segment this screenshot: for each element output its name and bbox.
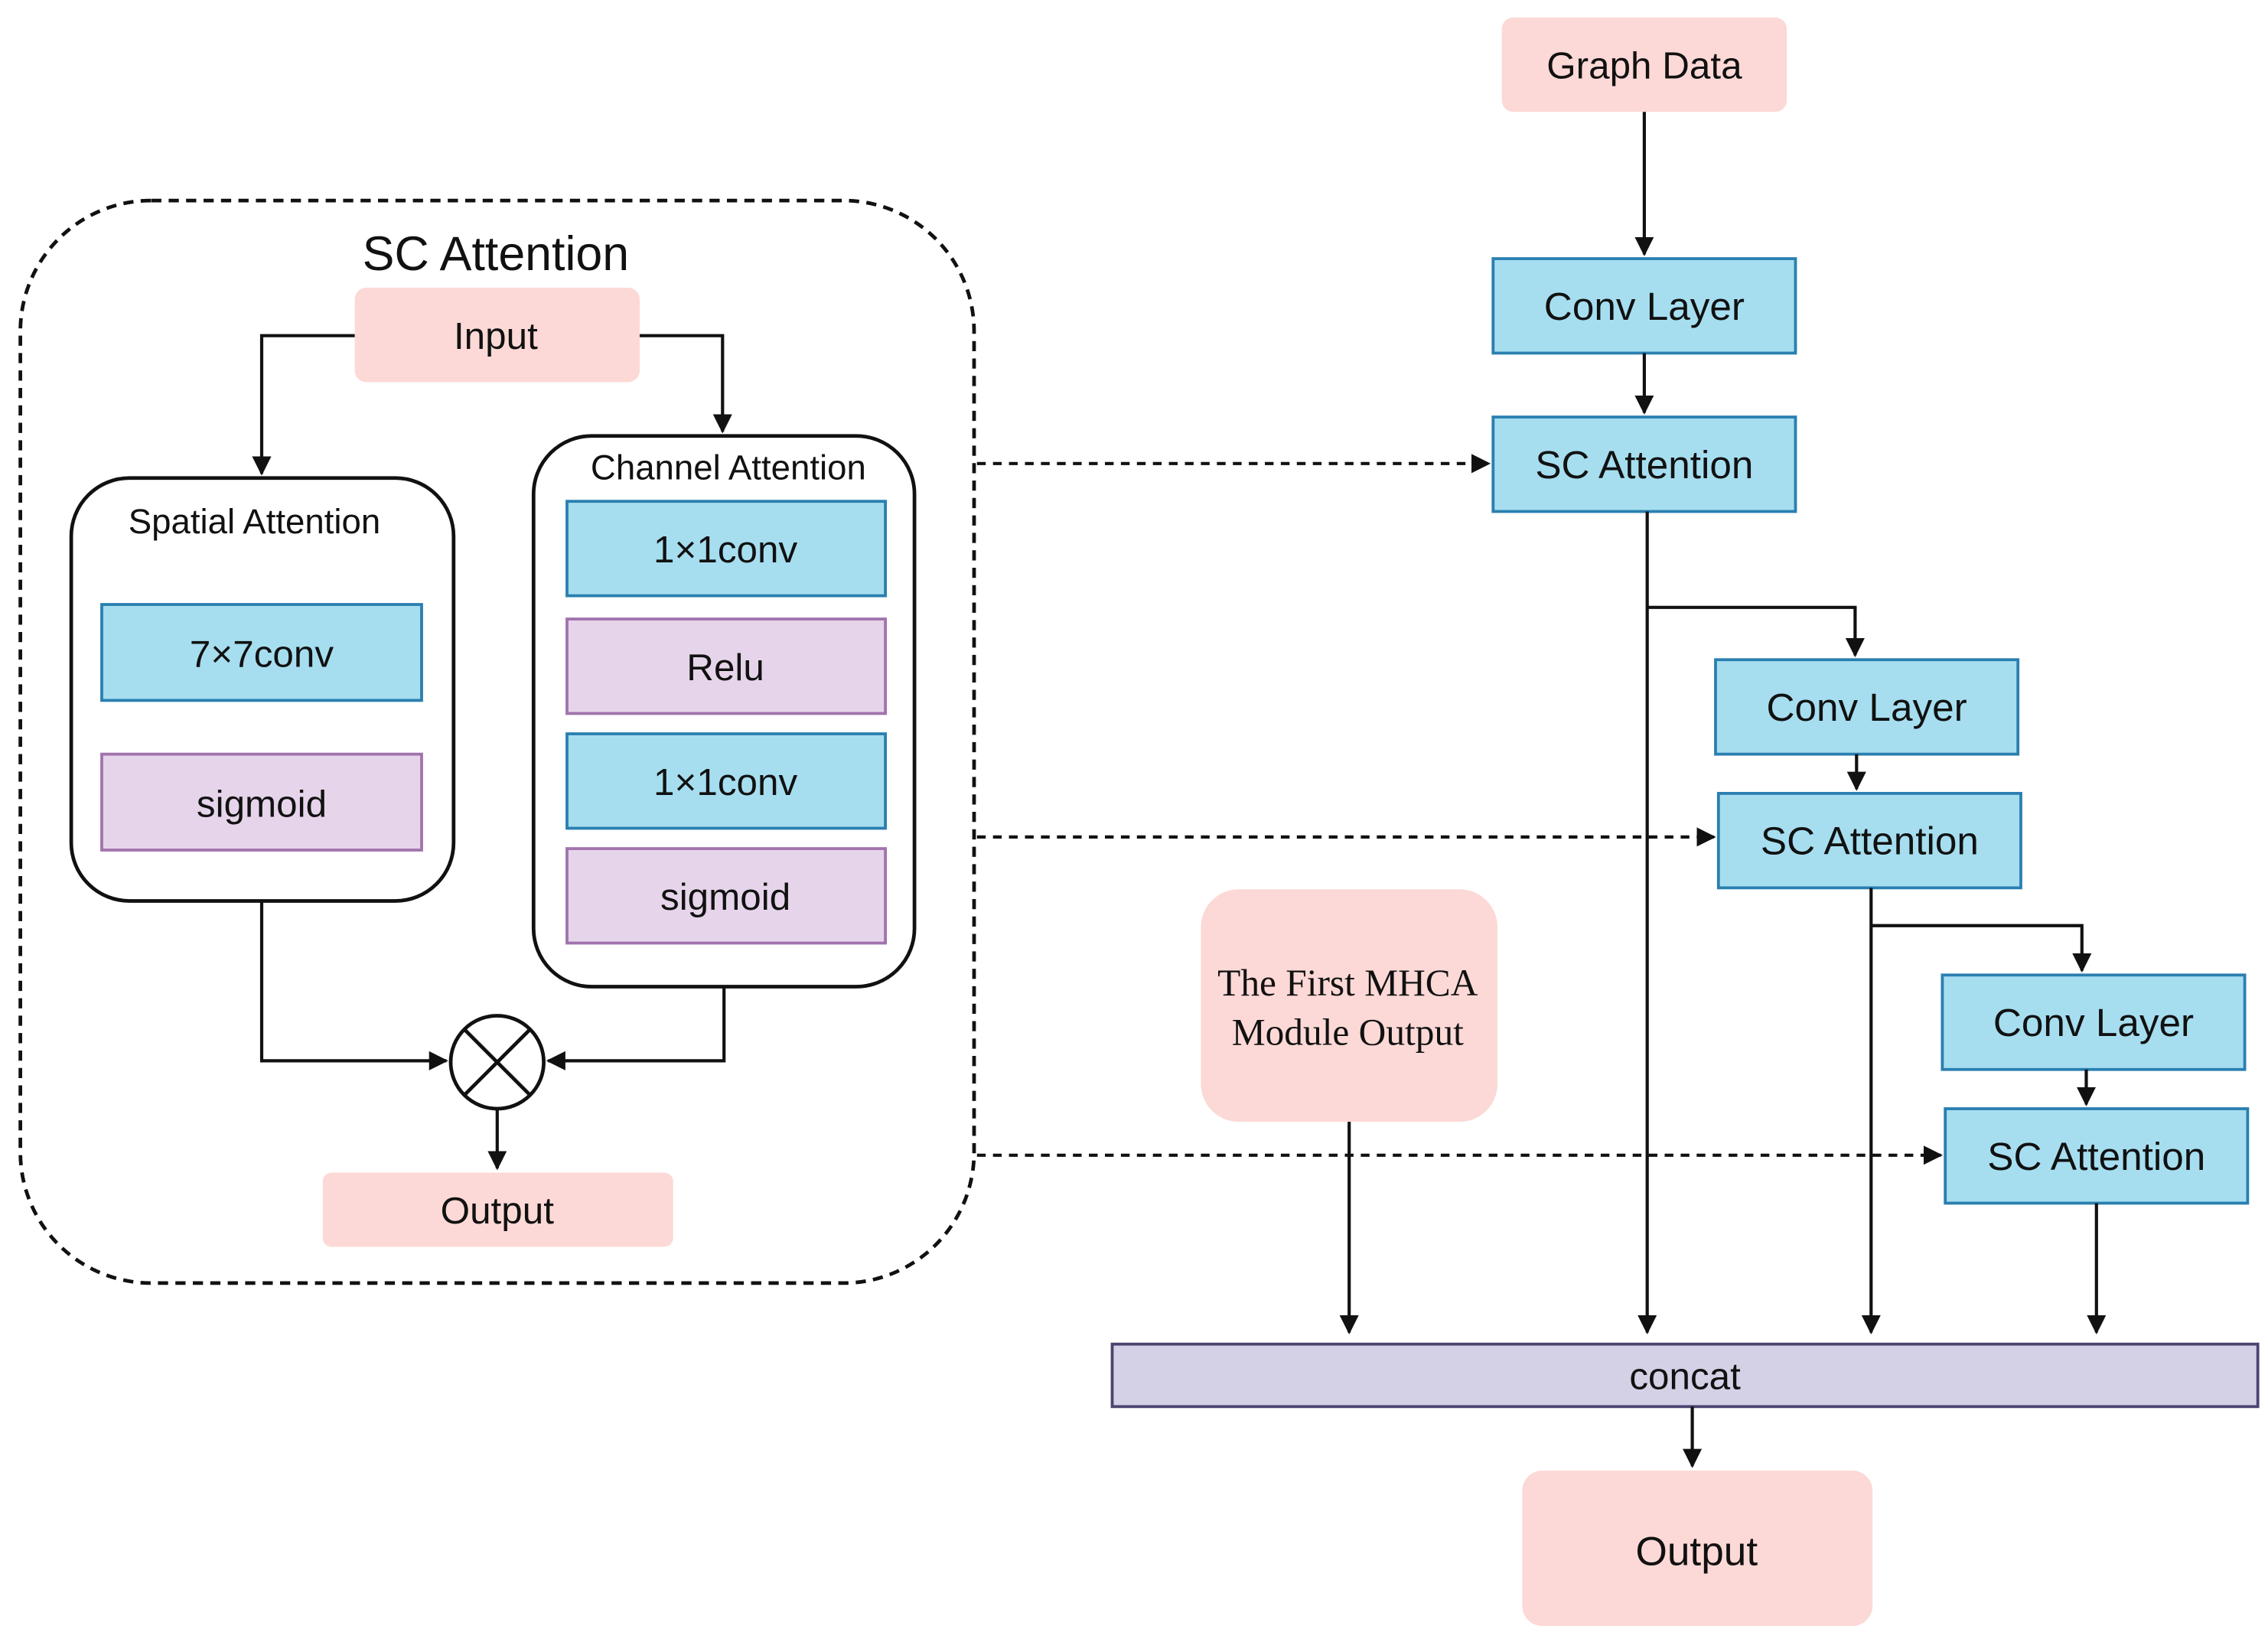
sc-output-box <box>322 1172 673 1247</box>
channel-conv-1 <box>565 500 887 598</box>
sc-attention-1-label: SC Attention <box>1535 443 1753 487</box>
sc-output-label: Output <box>441 1190 555 1232</box>
conv-layer-2-label: Conv Layer <box>1766 686 1967 729</box>
concat-bar <box>1110 1342 2260 1409</box>
pipeline: Graph Data Conv Layer SC Attention Conv … <box>976 17 2260 1627</box>
sc-module-title: SC Attention <box>363 227 629 281</box>
final-output-label: Output <box>1635 1529 1758 1574</box>
final-output-box <box>1522 1470 1873 1627</box>
sc-attention-3 <box>1944 1107 2250 1205</box>
channel-conv-2 <box>565 732 887 830</box>
arrow-sc1-to-conv2 <box>1647 605 1865 658</box>
arrow-input-to-spatial <box>252 334 355 476</box>
mhca-output-line-2: Module Output <box>1232 1011 1464 1053</box>
sc-input-label: Input <box>454 315 538 357</box>
conv-layer-2 <box>1714 658 2020 756</box>
mhca-output-box <box>1201 889 1497 1122</box>
spatial-sigmoid <box>100 752 423 852</box>
arrow-channel-to-multiply <box>546 986 726 1070</box>
sc-module-connectors <box>252 334 732 1171</box>
arrow-input-to-channel <box>640 334 732 434</box>
channel-sigmoid-label: sigmoid <box>660 876 790 918</box>
channel-sigmoid <box>565 847 887 945</box>
sc-attention-3-label: SC Attention <box>1987 1135 2205 1178</box>
spatial-conv-7x7 <box>100 603 423 702</box>
spatial-attention-title: Spatial Attention <box>129 502 380 541</box>
conv-layer-3 <box>1941 973 2247 1071</box>
channel-attention-title: Channel Attention <box>591 448 866 487</box>
conv-layer-1-label: Conv Layer <box>1544 285 1745 328</box>
channel-conv-1-label: 1×1conv <box>653 529 797 571</box>
channel-conv-2-label: 1×1conv <box>653 761 797 803</box>
arrow-spatial-to-multiply <box>259 901 448 1070</box>
sc-attention-module: SC Attention Input Spatial Attention 7×7… <box>18 198 976 1285</box>
arrow-sc2-to-conv3 <box>1871 924 2092 973</box>
spatial-sigmoid-label: sigmoid <box>197 783 327 825</box>
conv-layer-1 <box>1491 257 1797 355</box>
graph-data-box <box>1501 17 1787 112</box>
dashed-connectors <box>976 454 1944 1165</box>
spatial-conv-label: 7×7conv <box>190 634 334 676</box>
mhca-output-line-1: The First MHCA <box>1217 962 1478 1004</box>
sc-attention-1 <box>1491 415 1797 513</box>
sc-attention-2-label: SC Attention <box>1761 819 1979 863</box>
channel-relu <box>565 617 887 715</box>
conv-layer-3-label: Conv Layer <box>1993 1001 2194 1044</box>
channel-relu-label: Relu <box>686 647 764 689</box>
graph-data-label: Graph Data <box>1546 45 1742 87</box>
sc-module-boundary <box>18 198 976 1285</box>
concat-label: concat <box>1629 1356 1741 1398</box>
sc-input-box <box>354 288 640 383</box>
multiply-node <box>448 1014 546 1111</box>
pipeline-connectors <box>1339 112 2107 1468</box>
